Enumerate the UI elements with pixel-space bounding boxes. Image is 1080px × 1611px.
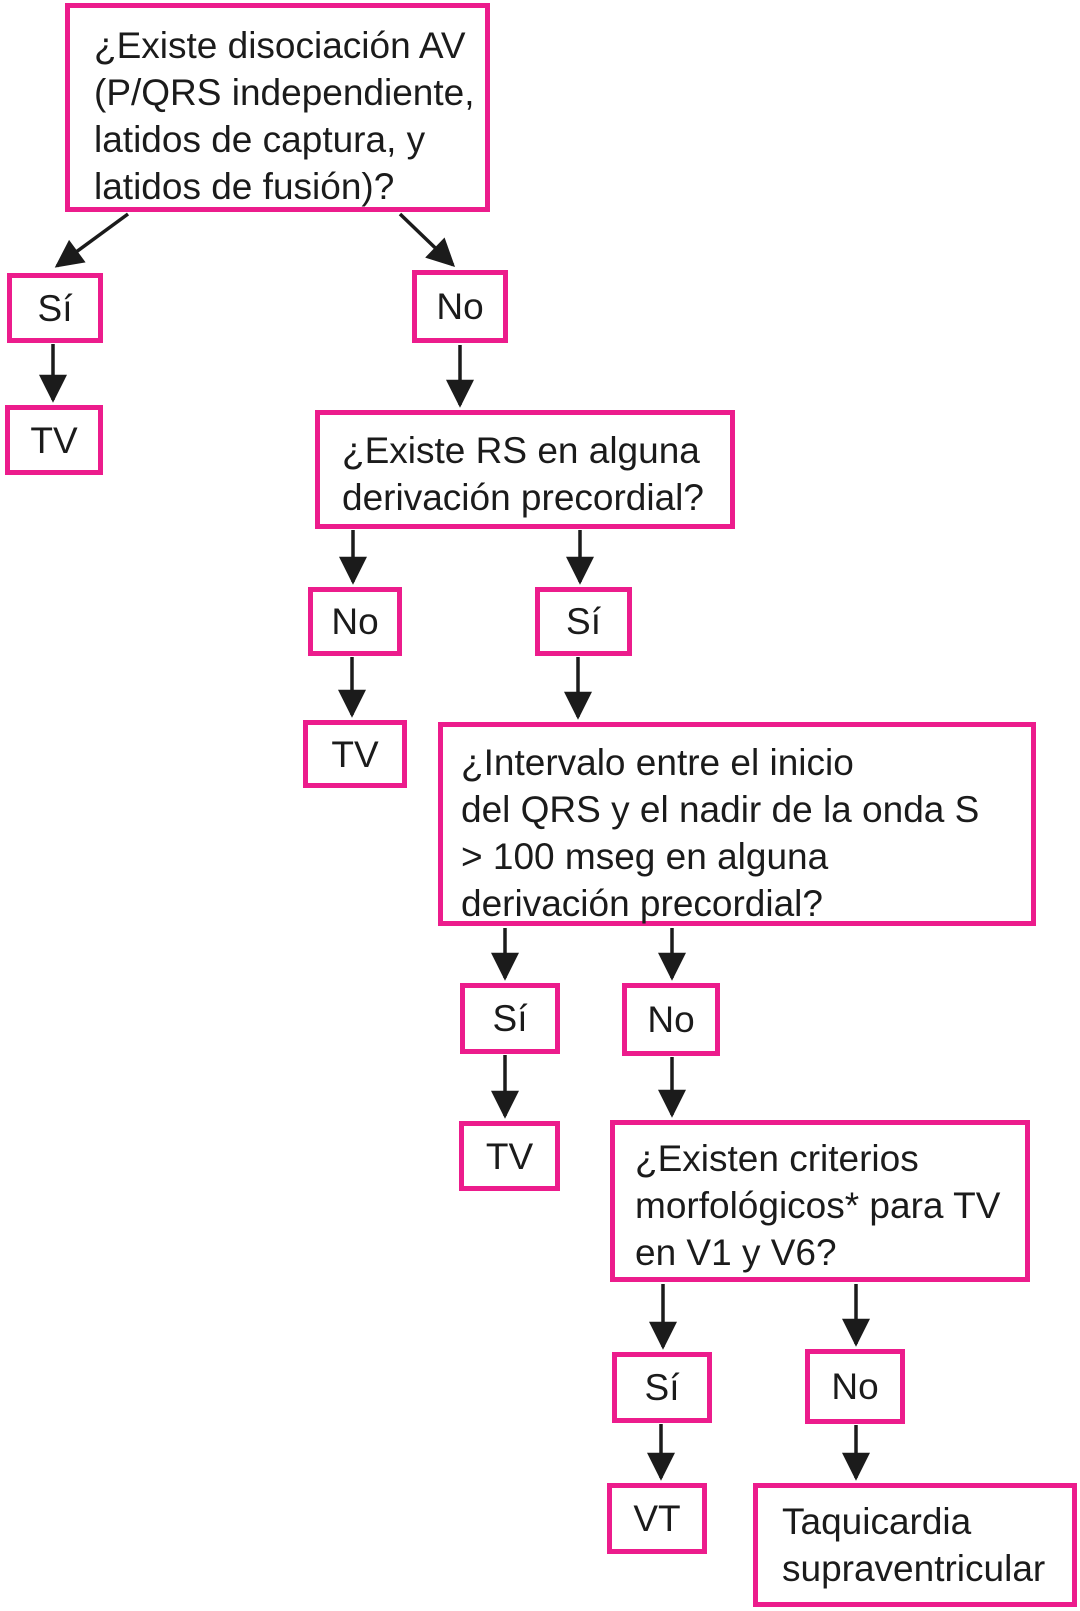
answer-yes-1-box: Sí — [7, 273, 103, 343]
question-line: derivación precordial? — [461, 883, 823, 924]
question-line: (P/QRS independiente, — [94, 72, 475, 113]
question-line: latidos de captura, y — [94, 119, 426, 160]
answer-label: No — [831, 1366, 879, 1407]
result-vt-box: VT — [607, 1483, 707, 1554]
result-label: TV — [331, 733, 379, 775]
question-av-dissociation-box: ¿Existe disociación AV (P/QRS independie… — [65, 3, 490, 212]
answer-no-2-box: No — [308, 587, 402, 656]
question-s-nadir-interval-box: ¿Intervalo entre el inicio del QRS y el … — [438, 722, 1036, 926]
question-rs-precordial-box: ¿Existe RS en alguna derivación precordi… — [315, 410, 735, 529]
question-line: morfológicos* para TV — [635, 1185, 1001, 1226]
result-label: TV — [485, 1135, 534, 1177]
answer-label: No — [647, 999, 695, 1040]
result-supraventricular-tachycardia-box: Taquicardia supraventricular — [753, 1483, 1077, 1607]
answer-label: Sí — [644, 1367, 680, 1408]
arrow-q1-to-yes1 — [54, 212, 130, 268]
result-tv-2-box: TV — [303, 720, 407, 788]
result-label: VT — [633, 1498, 681, 1539]
result-tv-1-box: TV — [5, 405, 103, 475]
result-line: supraventricular — [782, 1548, 1046, 1589]
answer-label: Sí — [492, 998, 528, 1039]
arrow-q1-to-no1 — [398, 212, 456, 267]
answer-label: No — [331, 601, 379, 642]
question-line: latidos de fusión)? — [94, 166, 395, 207]
question-morphologic-criteria-box: ¿Existen criterios morfológicos* para TV… — [610, 1120, 1030, 1282]
answer-yes-3-box: Sí — [460, 983, 560, 1054]
answer-label: Sí — [37, 287, 73, 329]
answer-yes-2-box: Sí — [535, 587, 632, 656]
result-label: TV — [30, 419, 78, 461]
question-line: > 100 mseg en alguna — [461, 836, 829, 877]
question-line: en V1 y V6? — [635, 1232, 837, 1273]
answer-yes-4-box: Sí — [612, 1352, 712, 1423]
result-line: Taquicardia — [782, 1501, 972, 1542]
question-line: ¿Intervalo entre el inicio — [461, 742, 854, 783]
answer-no-4-box: No — [805, 1349, 905, 1424]
answer-no-3-box: No — [622, 983, 720, 1056]
answer-label: No — [436, 286, 484, 327]
question-line: ¿Existen criterios — [635, 1138, 919, 1179]
question-line: del QRS y el nadir de la onda S — [461, 789, 980, 830]
answer-label: Sí — [566, 601, 601, 642]
answer-no-1-box: No — [412, 270, 508, 343]
result-tv-3-box: TV — [459, 1121, 560, 1191]
question-line: derivación precordial? — [342, 477, 704, 518]
question-line: ¿Existe disociación AV — [94, 25, 466, 66]
question-line: ¿Existe RS en alguna — [342, 430, 700, 471]
